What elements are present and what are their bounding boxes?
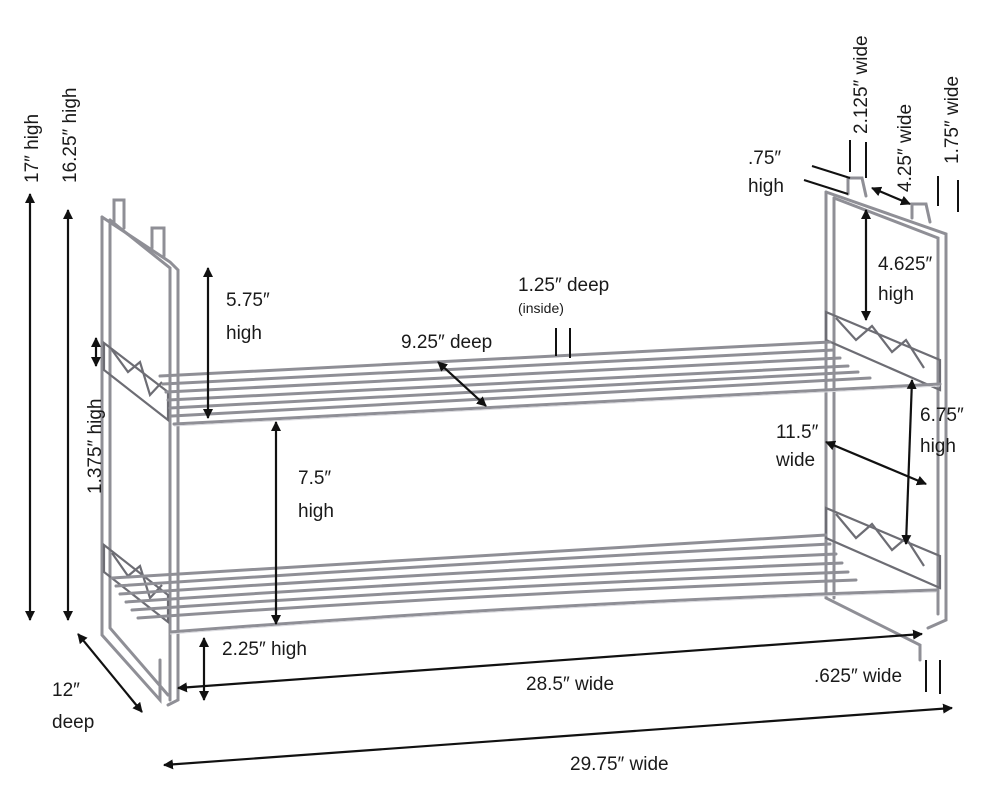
lower-opening-word: high [920,436,956,457]
upper-clearance-value: 5.75″ [226,290,270,311]
lower-opening-arrow [901,379,917,545]
middle-clearance-word: high [298,501,334,522]
foot-height-label: 2.25″ high [222,639,307,660]
foot-width-label: .625″ wide [814,666,902,687]
depth-word-label: deep [52,712,94,733]
total-height-label: 17″ high [22,114,43,183]
depth-value-label: 12″ [52,680,80,701]
frame-width-word: wide [775,450,815,471]
lower-opening-value: 6.75″ [920,405,964,426]
shoe-rack-illustration [100,176,948,707]
dimension-labels: 17″ high 16.25″ high 1.375″ high 12″ dee… [22,35,964,775]
lower-shelf [110,533,938,635]
hook-height-value: .75″ [748,148,781,169]
left-side-frame [100,198,180,707]
side-width-label: 1.75″ wide [942,76,963,164]
frame-height-label: 16.25″ high [60,88,81,183]
middle-clearance-value: 7.5″ [298,468,331,489]
shelf-depth-label: 9.25″ deep [401,332,492,353]
overall-width-label: 29.75″ wide [570,754,669,775]
frame-width-value: 11.5″ [776,422,819,443]
bracket-height-label: 1.375″ high [85,399,106,494]
hook-width-label: 2.125″ wide [851,35,872,134]
frame-width-arrow [825,440,927,486]
overall-width-arrow [163,703,953,770]
top-opening-value: 4.625″ [878,254,933,275]
upper-shelf [158,340,942,427]
lip-depth-label: 1.25″ deep [518,275,609,296]
hook-height-word: high [748,176,784,197]
hook-spacing-arrow [871,186,911,206]
shelf-width-label: 28.5″ wide [526,674,614,695]
shelf-width-arrow [177,629,923,693]
upper-clearance-word: high [226,323,262,344]
top-opening-word: high [878,284,914,305]
hook-spacing-label: 4.25″ wide [895,104,916,192]
dimension-lines [25,140,959,770]
shelf-depth-arrow [437,361,487,407]
hook-height-tick-2 [803,179,849,195]
depth-arrow [77,633,143,713]
hook-height-tick-1 [811,165,851,179]
lip-depth-note: (inside) [518,300,564,316]
